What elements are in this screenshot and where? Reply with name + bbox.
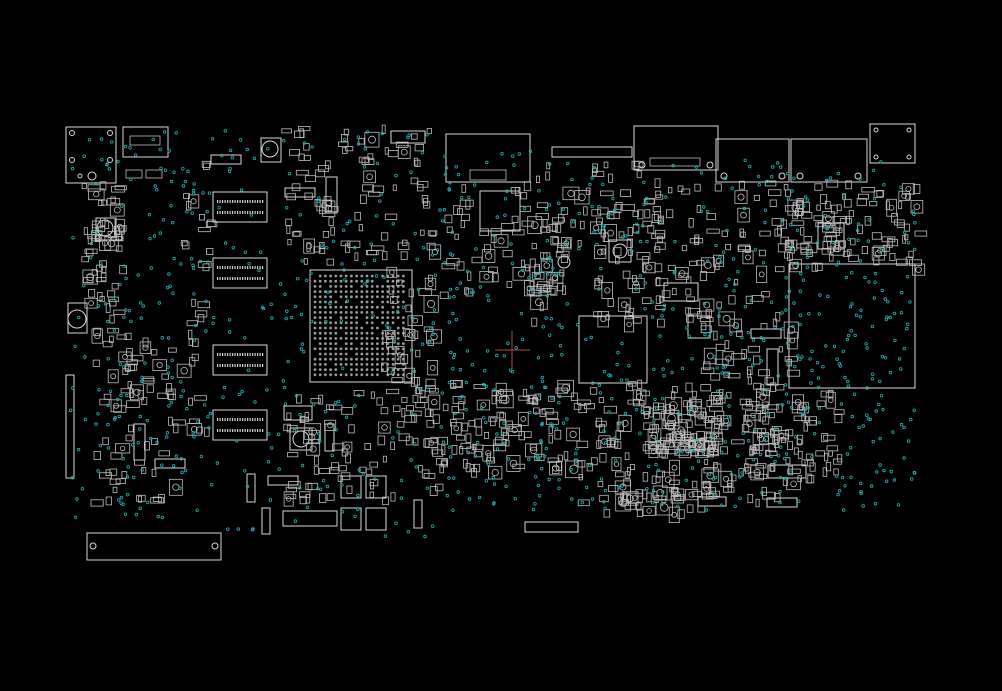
connector-usb-left[interactable] (122, 126, 169, 179)
pin-header-left[interactable] (65, 374, 75, 479)
cpu-bga[interactable] (309, 269, 413, 383)
memory-chip-4[interactable] (212, 409, 268, 441)
heatsink-area-right[interactable] (788, 263, 916, 389)
pin-header-bottom[interactable] (524, 521, 579, 533)
memory-chip-1[interactable] (212, 191, 268, 223)
connector-vga[interactable] (633, 125, 719, 171)
pch-chip[interactable] (578, 315, 648, 384)
memory-chip-3[interactable] (212, 344, 268, 376)
connector-hdmi[interactable] (445, 133, 531, 183)
connector-top-right[interactable] (638, 123, 916, 183)
connector-bottom-edge[interactable] (86, 532, 222, 561)
connector-rj45-left[interactable] (65, 126, 117, 184)
memory-chip-2[interactable] (212, 257, 268, 289)
crosshair-cursor (495, 331, 530, 369)
